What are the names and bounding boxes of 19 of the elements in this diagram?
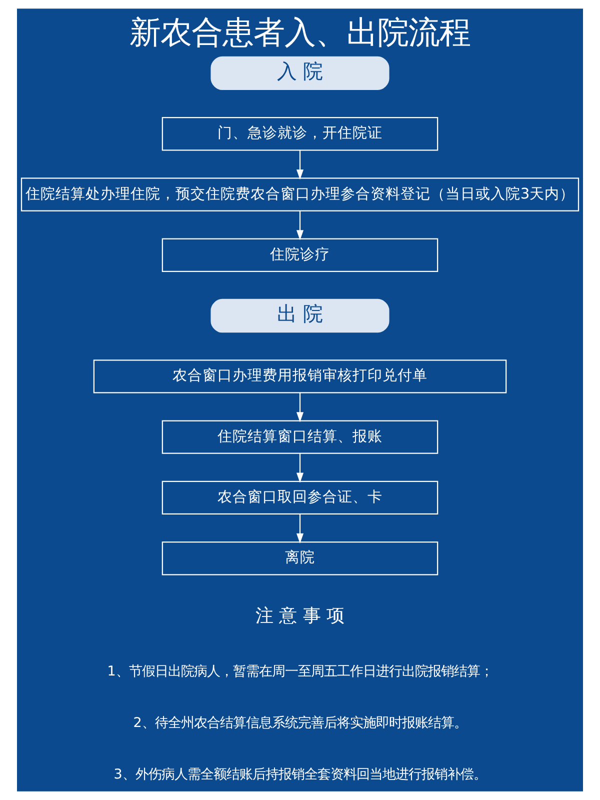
node-box: 离院 xyxy=(162,542,438,576)
label: 注 意 事 项 xyxy=(255,606,345,627)
node-box: 门、急诊就诊，开住院证 xyxy=(162,117,438,151)
node-box: 出 院 xyxy=(210,298,390,333)
arrow xyxy=(296,150,304,180)
label: 1、节假日出院病人，暂需在周一至周五工作日进行出院报销结算； xyxy=(107,663,493,680)
node-box: 农合窗口取回参合证、卡 xyxy=(162,480,438,515)
diagram-title: 新农合患者入、出院流程 xyxy=(130,14,470,51)
arrow xyxy=(296,392,304,422)
arrow xyxy=(296,454,304,483)
node-box: 入 院 xyxy=(210,56,390,90)
arrow xyxy=(296,514,304,544)
node-box: 农合窗口办理费用报销审核打印兑付单 xyxy=(93,360,507,394)
label: 3、外伤病人需全额结账后持报销全套资料回当地进行报销补偿。 xyxy=(114,766,486,783)
node-box: 住院诊疗 xyxy=(162,238,438,272)
node-box: 住院结算窗口结算、报账 xyxy=(162,420,438,454)
label: 2、待全州农合结算信息系统完善后将实施即时报账结算。 xyxy=(133,714,467,731)
node-box: 住院结算处办理住院，预交住院费农合窗口办理参合资料登记（当日或入院3天内） xyxy=(20,178,580,212)
arrow xyxy=(296,210,304,240)
